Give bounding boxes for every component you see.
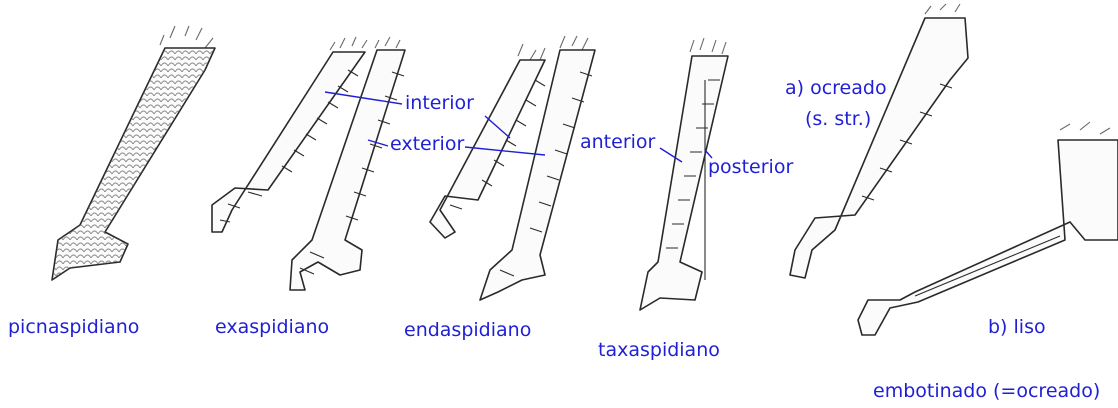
leg-endaspidiano: [430, 36, 595, 300]
label-interior: interior: [405, 94, 474, 113]
label-s-str: (s. str.): [805, 110, 871, 129]
label-exaspidiano: exaspidiano: [215, 318, 329, 337]
label-ocreado: a) ocreado: [785, 79, 887, 98]
label-taxaspidiano: taxaspidiano: [598, 341, 720, 360]
label-endaspidiano: endaspidiano: [404, 321, 531, 340]
label-anterior: anterior: [580, 133, 655, 152]
label-exterior: exterior: [390, 135, 464, 154]
label-embotinado: embotinado (=ocreado): [873, 382, 1100, 401]
leg-exaspidiano: [212, 37, 405, 290]
label-picnaspidiano: picnaspidiano: [8, 318, 139, 337]
leg-ocreado: [790, 4, 968, 278]
leg-picnaspidiano: [52, 26, 215, 280]
label-posterior: posterior: [708, 158, 793, 177]
label-liso: b) liso: [988, 318, 1046, 337]
